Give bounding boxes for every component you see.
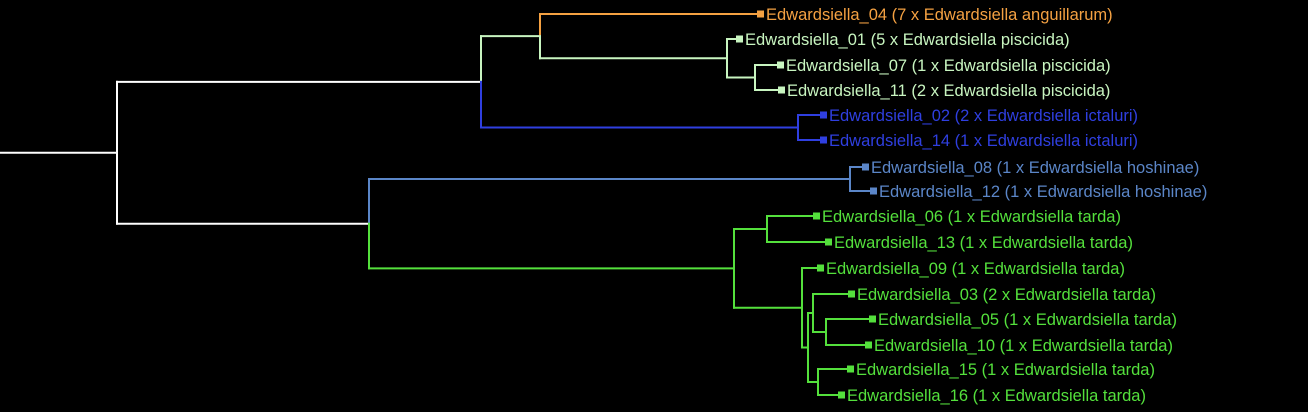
leaf-label: Edwardsiella_04 (7 x Edwardsiella anguil… <box>766 6 1113 24</box>
leaf-label: Edwardsiella_01 (5 x Edwardsiella piscic… <box>745 31 1070 49</box>
leaf-marker <box>778 86 785 94</box>
leaf-label: Edwardsiella_15 (1 x Edwardsiella tarda) <box>856 361 1155 379</box>
leaf-label: Edwardsiella_07 (1 x Edwardsiella piscic… <box>786 57 1111 75</box>
tree-branches <box>0 13 874 396</box>
leaf-marker <box>848 290 855 298</box>
leaf-marker <box>847 365 854 373</box>
leaf-label: Edwardsiella_06 (1 x Edwardsiella tarda) <box>822 208 1121 226</box>
leaf-label: Edwardsiella_03 (2 x Edwardsiella tarda) <box>857 286 1156 304</box>
leaf-marker <box>870 187 877 195</box>
leaf-marker <box>862 163 869 171</box>
leaf-label: Edwardsiella_11 (2 x Edwardsiella piscic… <box>787 82 1110 100</box>
leaf-label: Edwardsiella_02 (2 x Edwardsiella ictalu… <box>829 107 1138 125</box>
leaf-label: Edwardsiella_16 (1 x Edwardsiella tarda) <box>847 387 1146 405</box>
leaf-label: Edwardsiella_08 (1 x Edwardsiella hoshin… <box>871 159 1199 177</box>
leaf-label: Edwardsiella_05 (1 x Edwardsiella tarda) <box>878 311 1177 329</box>
leaf-label: Edwardsiella_14 (1 x Edwardsiella ictalu… <box>829 132 1138 150</box>
leaf-marker <box>865 341 872 349</box>
leaf-label: Edwardsiella_09 (1 x Edwardsiella tarda) <box>826 260 1125 278</box>
leaf-marker <box>817 264 824 272</box>
leaf-marker <box>825 238 832 246</box>
leaf-marker <box>813 212 820 220</box>
leaf-marker <box>820 136 827 144</box>
leaf-marker <box>820 111 827 119</box>
leaf-marker <box>736 35 743 43</box>
leaf-marker <box>869 315 876 323</box>
leaf-label: Edwardsiella_12 (1 x Edwardsiella hoshin… <box>879 183 1207 201</box>
tree-leaves: Edwardsiella_04 (7 x Edwardsiella anguil… <box>736 6 1207 405</box>
leaf-marker <box>777 61 784 69</box>
leaf-marker <box>757 10 764 18</box>
leaf-label: Edwardsiella_13 (1 x Edwardsiella tarda) <box>834 234 1133 252</box>
leaf-marker <box>838 391 845 399</box>
leaf-label: Edwardsiella_10 (1 x Edwardsiella tarda) <box>874 337 1173 355</box>
